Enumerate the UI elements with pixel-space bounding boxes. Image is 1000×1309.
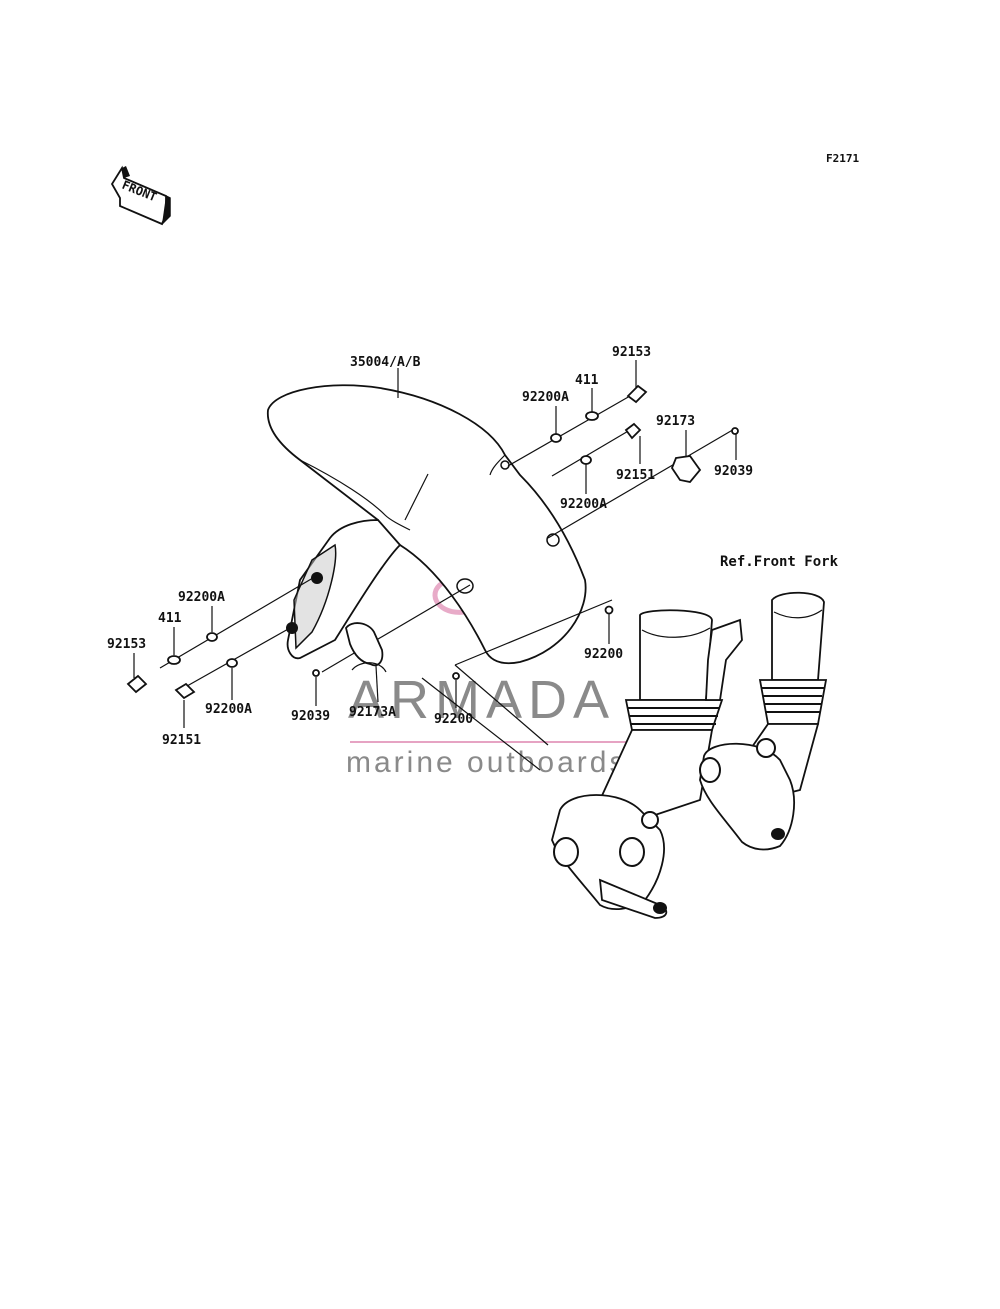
label-grommet-right: 92200 [584, 647, 623, 662]
front-fork-right [699, 591, 828, 851]
label-collar-left-top: 92200A [178, 590, 225, 605]
collar-right-top [550, 433, 562, 443]
front-arrow-icon: FRONT [110, 165, 171, 226]
watermark-subtitle: marine outboards [346, 746, 627, 779]
washer-left [167, 655, 181, 665]
label-screw-left: 92039 [291, 709, 330, 724]
clamp-right [670, 455, 702, 483]
bolt-right-mid [624, 422, 642, 440]
screw-right [731, 427, 739, 435]
front-fork-left [551, 609, 724, 919]
screw-left [312, 669, 320, 677]
watermark-title: ARMADA [348, 670, 615, 730]
label-screw-right: 92039 [714, 464, 753, 479]
washer-right-top [585, 411, 599, 421]
grommet-left [452, 672, 460, 680]
label-bolt-right-mid: 92151 [616, 468, 655, 483]
collar-left-bottom [226, 658, 238, 668]
label-fender: 35004/A/B [350, 355, 421, 370]
clamp-left [345, 622, 387, 673]
label-clamp-left: 92173A [349, 705, 396, 720]
collar-left-top [206, 632, 218, 642]
label-bolt-right-top: 92153 [612, 345, 651, 360]
label-collar-right-top: 92200A [522, 390, 569, 405]
label-bolt-left-top: 92153 [107, 637, 146, 652]
label-washer-left: 411 [158, 611, 182, 626]
label-clamp-right: 92173 [656, 414, 695, 429]
label-grommet-left: 92200 [434, 712, 473, 727]
bolt-left-bottom [174, 682, 196, 700]
label-washer-right-top: 411 [575, 373, 599, 388]
bolt-left-top [126, 674, 148, 694]
figure-code: F2171 [826, 152, 859, 165]
label-ref-front-fork: Ref.Front Fork [720, 554, 839, 570]
label-collar-right-mid: 92200A [560, 497, 607, 512]
grommet-right [604, 605, 614, 615]
label-collar-left-bottom: 92200A [205, 702, 252, 717]
front-fender [267, 384, 587, 665]
collar-right-mid [580, 455, 592, 465]
bolt-right-top [626, 384, 648, 404]
label-bolt-left-bottom: 92151 [162, 733, 201, 748]
